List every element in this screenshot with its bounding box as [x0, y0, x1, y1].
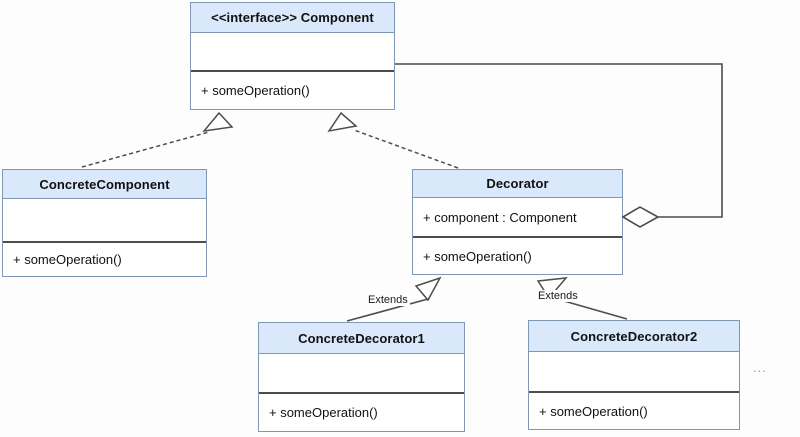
class-methods-concrete-component: + someOperation(): [3, 243, 206, 276]
class-attributes-concrete-decorator2: [529, 352, 739, 393]
attribute-label: + component : Component: [423, 209, 577, 225]
class-methods-component: + someOperation(): [191, 72, 394, 109]
class-attributes-concrete-component: [3, 199, 206, 243]
class-box-concrete-component: ConcreteComponent + someOperation(): [2, 169, 207, 277]
class-methods-concrete-decorator2: + someOperation(): [529, 393, 739, 429]
class-title-concrete-component: ConcreteComponent: [3, 170, 206, 199]
ellipsis-label: ...: [753, 360, 767, 375]
class-box-component: <<interface>> Component + someOperation(…: [190, 2, 395, 110]
aggregation-diamond-icon: [621, 206, 660, 228]
extends-label-left: Extends: [366, 294, 410, 306]
class-methods-concrete-decorator1: + someOperation(): [259, 394, 464, 431]
realization-triangle-icon-left: [202, 111, 234, 133]
class-methods-decorator: + someOperation(): [413, 238, 622, 274]
method-label: + someOperation(): [269, 405, 378, 420]
realization-triangle-icon-right: [327, 111, 358, 133]
inheritance-triangle-icon-left: [414, 276, 442, 302]
class-attributes-component: [191, 33, 394, 72]
class-box-concrete-decorator1: ConcreteDecorator1 + someOperation(): [258, 322, 465, 432]
method-label: + someOperation(): [13, 252, 122, 267]
extends-label-right: Extends: [536, 290, 580, 302]
class-box-decorator: Decorator + component : Component + some…: [412, 169, 623, 275]
class-title-concrete-decorator2: ConcreteDecorator2: [529, 321, 739, 352]
class-attributes-decorator: + component : Component: [413, 198, 622, 238]
class-title-component: <<interface>> Component: [191, 3, 394, 33]
class-title-decorator: Decorator: [413, 170, 622, 198]
realization-line-concrete-component: [81, 131, 210, 168]
class-title-concrete-decorator1: ConcreteDecorator1: [259, 323, 464, 354]
method-label: + someOperation(): [201, 83, 310, 98]
realization-line-decorator: [353, 129, 459, 169]
method-label: + someOperation(): [423, 248, 532, 264]
class-attributes-concrete-decorator1: [259, 354, 464, 394]
class-box-concrete-decorator2: ConcreteDecorator2 + someOperation(): [528, 320, 740, 430]
method-label: + someOperation(): [539, 403, 648, 419]
